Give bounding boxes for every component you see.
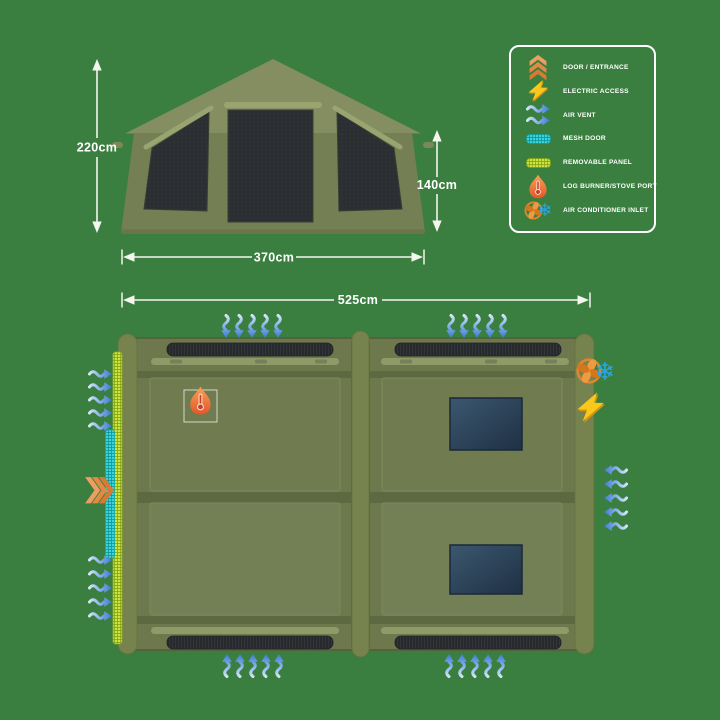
legend-item-label: LOG BURNER/STOVE PORT bbox=[563, 183, 657, 191]
legend-item-mesh-door: MESH DOOR bbox=[522, 127, 649, 150]
tent-front-view bbox=[112, 59, 434, 234]
air-vent-arrows-bottom-left bbox=[220, 652, 286, 678]
air-vent-arrows-left-upper bbox=[88, 367, 114, 433]
tent-base bbox=[121, 229, 425, 234]
log-burner-icon bbox=[522, 174, 554, 199]
legend-item-door-entrance: DOOR / ENTRANCE bbox=[522, 54, 649, 81]
vent-mesh-bar bbox=[394, 342, 562, 357]
tent-rod-left bbox=[143, 105, 214, 150]
air-vent-arrows-top-left bbox=[219, 314, 285, 340]
width-label: 370cm bbox=[254, 250, 294, 264]
legend-item-removable-panel: REMOVABLE PANEL bbox=[522, 151, 649, 174]
room-panel bbox=[149, 502, 341, 616]
removable-panel-icon bbox=[522, 157, 554, 168]
legend-item-label: DOOR / ENTRANCE bbox=[563, 64, 629, 71]
room-panel bbox=[149, 377, 341, 492]
air-vent-arrows-left-lower bbox=[88, 553, 114, 623]
ac-inlet-icon bbox=[522, 198, 554, 222]
wall-height-label: 140cm bbox=[417, 178, 457, 192]
legend-item-ac-inlet: AIR CONDITIONER INLET bbox=[522, 198, 649, 222]
frame-tube-center bbox=[351, 330, 370, 658]
door-entrance-icon bbox=[522, 54, 554, 81]
dimension-length: 525cm bbox=[121, 292, 591, 308]
air-vent-arrows-bottom-right bbox=[442, 652, 508, 678]
vent-mesh-bar bbox=[166, 342, 334, 357]
mesh-panel-left bbox=[143, 111, 210, 212]
air-vent-icon bbox=[522, 104, 554, 127]
mesh-door-icon bbox=[522, 134, 554, 144]
electric-access-icon bbox=[522, 79, 554, 103]
dimension-width: 370cm bbox=[121, 249, 425, 265]
legend-item-label: ELECTRIC ACCESS bbox=[563, 87, 629, 95]
legend-item-label: AIR VENT bbox=[563, 111, 596, 119]
dimension-height: 220cm bbox=[77, 59, 117, 233]
legend-item-electric-access: ELECTRIC ACCESS bbox=[522, 80, 649, 103]
air-vent-arrows-top-right bbox=[444, 314, 510, 340]
mesh-panel-center bbox=[227, 109, 314, 223]
legend-item-label: MESH DOOR bbox=[563, 135, 606, 143]
tent-peg-right bbox=[423, 142, 434, 148]
legend-item-air-vent: AIR VENT bbox=[522, 104, 649, 127]
air-vent-arrows-right bbox=[602, 463, 628, 533]
tent-peg-left bbox=[112, 142, 123, 148]
vent-mesh-bar bbox=[394, 635, 562, 650]
window-panel bbox=[449, 544, 523, 595]
window-panel bbox=[449, 397, 523, 451]
tent-rod-right bbox=[332, 105, 403, 150]
height-label: 220cm bbox=[77, 140, 117, 154]
legend-item-label: REMOVABLE PANEL bbox=[563, 159, 633, 167]
legend-panel: DOOR / ENTRANCE ELECTRIC ACCESS AIR VENT… bbox=[509, 45, 657, 233]
vent-mesh-bar bbox=[166, 635, 334, 650]
legend-item-label: AIR CONDITIONER INLET bbox=[563, 206, 649, 214]
tent-floor-plan bbox=[117, 330, 595, 658]
dimension-wall-height: 140cm bbox=[417, 130, 457, 232]
mesh-panel-right bbox=[336, 111, 403, 212]
legend-item-log-burner: LOG BURNER/STOVE PORT bbox=[522, 174, 657, 199]
log-burner-icon bbox=[183, 386, 218, 423]
length-label: 525cm bbox=[338, 293, 378, 307]
